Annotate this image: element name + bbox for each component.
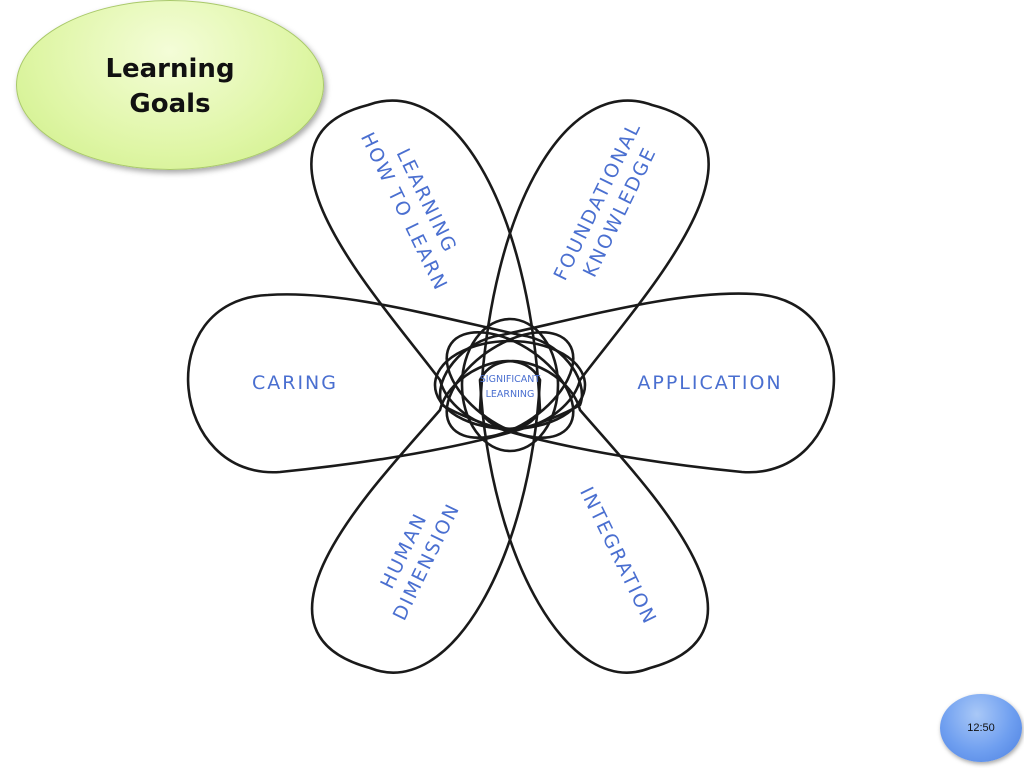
center-ring-vertical: [460, 317, 560, 453]
petal-integration: [478, 359, 710, 674]
label-integration: INTEGRATION: [575, 484, 661, 629]
label-caring: CARING: [252, 372, 338, 394]
petal-human-dimension: [310, 359, 542, 674]
title-line-1: Learning: [105, 54, 235, 84]
title-line-2: Goals: [129, 89, 211, 119]
center-ring-diagonal-a: [445, 330, 575, 440]
center-label-line-1: SIGNIFICANT: [480, 374, 541, 385]
slide-title: Learning Goals: [100, 52, 240, 122]
label-application: APPLICATION: [637, 372, 782, 394]
center-ring-diagonal-b: [445, 330, 575, 440]
center-label-line-2: LEARNING: [486, 389, 535, 400]
center-ring-horizontal: [433, 339, 587, 431]
title-bubble: Learning Goals: [16, 0, 324, 170]
time-badge: 12:50: [940, 694, 1022, 762]
time-text: 12:50: [967, 722, 995, 734]
